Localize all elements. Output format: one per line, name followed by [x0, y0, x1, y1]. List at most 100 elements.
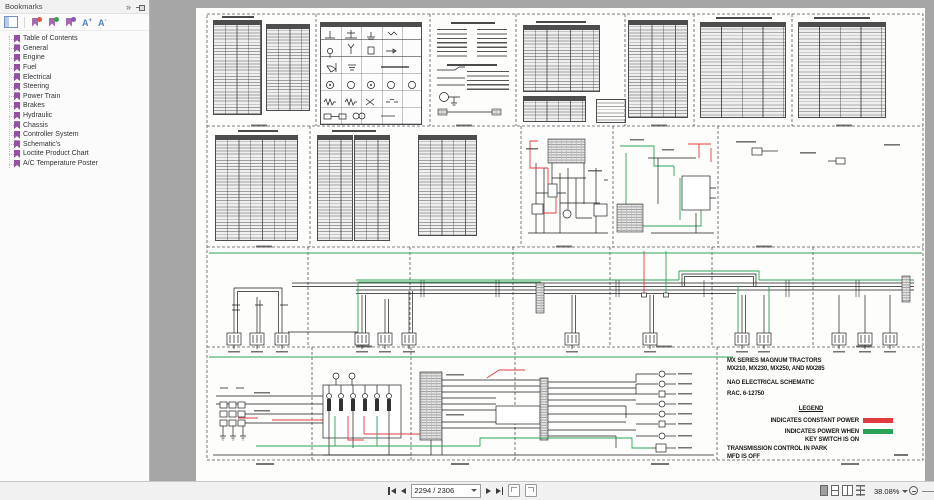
bookmark-item-engine[interactable]: Engine — [0, 53, 149, 63]
connector-location-table-1 — [628, 20, 688, 118]
note-box — [596, 99, 626, 123]
continuous-facing-view-icon[interactable] — [856, 485, 865, 496]
bookmark-item-schematics[interactable]: Schematic's — [0, 140, 149, 150]
band4-connector-block — [419, 371, 540, 455]
circuit-description-table-1 — [213, 20, 262, 115]
bookmark-item-steering[interactable]: Steering — [0, 82, 149, 92]
schematic-title-line2: MX210, MX230, MX250, AND MX285 — [727, 366, 825, 372]
pin-panel-icon[interactable] — [136, 3, 145, 11]
decrease-text-size-icon[interactable]: A- — [98, 18, 107, 28]
bookmark-item-controller-system[interactable]: Controller System — [0, 130, 149, 140]
connector-location-table-3 — [798, 22, 886, 118]
zoom-slider[interactable] — [922, 490, 934, 492]
harness-connector-table-a — [215, 135, 298, 241]
bookmark-item-electrical[interactable]: Electrical — [0, 72, 149, 82]
bookmark-icon — [14, 34, 20, 43]
bookmark-icon — [14, 73, 20, 82]
harness-connector-table-c — [418, 135, 477, 236]
toolbar-divider — [24, 16, 25, 28]
zoom-dropdown-caret-icon[interactable] — [902, 490, 908, 493]
document-viewport[interactable]: MX SERIES MAGNUM TRACTORS MX210, MX230, … — [150, 0, 934, 482]
bookmark-icon — [14, 92, 20, 101]
expand-panels-icon[interactable] — [4, 16, 18, 28]
zoom-level-value: 38.08% — [874, 487, 900, 496]
schematic-subtitle: NAO ELECTRICAL SCHEMATIC — [727, 380, 815, 386]
page-navigation: 2294 / 2306 — [388, 482, 537, 499]
table-title-smudge — [716, 17, 772, 19]
band4-left-circuit — [216, 387, 323, 441]
band2-circuit-left — [526, 138, 608, 234]
legend-red-bar — [863, 418, 893, 423]
legend-key-switch-label-line2: KEY SWITCH IS ON — [805, 437, 859, 443]
bookmarks-toolbar: A+ A- — [0, 14, 149, 31]
bookmarks-tree: Table of Contents General Engine Fuel El… — [0, 31, 149, 168]
bookmarks-panel: Bookmarks » A+ A- Table of Contents Gene… — [0, 0, 150, 482]
legend-green-bar — [863, 429, 893, 434]
legend-constant-power-label: INDICATES CONSTANT POWER — [770, 418, 859, 424]
bookmark-icon — [14, 44, 20, 53]
band2-circuit-right — [616, 139, 716, 234]
increase-text-size-icon[interactable]: A+ — [82, 18, 93, 28]
harness-connector-table-b1 — [317, 135, 353, 241]
bookmark-icon — [14, 63, 20, 72]
collapse-panel-icon[interactable]: » — [125, 1, 131, 12]
next-view-button[interactable] — [525, 484, 537, 497]
first-page-button[interactable] — [388, 486, 396, 495]
bookmark-item-power-train[interactable]: Power Train — [0, 92, 149, 102]
bookmark-item-general[interactable]: General — [0, 44, 149, 54]
schematic-reference: RAC. 6-12750 — [727, 391, 765, 397]
band3-harness-bundle — [292, 270, 914, 314]
new-bookmark-green-icon[interactable] — [48, 16, 59, 28]
new-bookmark-red-icon[interactable] — [31, 16, 42, 28]
bookmark-item-ac-temperature-poster[interactable]: A/C Temperature Poster — [0, 159, 149, 169]
bookmark-item-brakes[interactable]: Brakes — [0, 101, 149, 111]
continuous-page-view-icon[interactable] — [831, 485, 839, 496]
page-dropdown-caret-icon[interactable] — [470, 489, 477, 492]
new-bookmark-purple-icon[interactable] — [65, 16, 76, 28]
previous-view-button[interactable] — [508, 484, 520, 497]
page-number-input[interactable]: 2294 / 2306 — [410, 483, 481, 498]
bookmark-icon — [14, 159, 20, 168]
bookmark-icon — [14, 140, 20, 149]
harness-connector-table-b2 — [354, 135, 390, 241]
last-page-button[interactable] — [495, 486, 503, 495]
bookmark-icon — [14, 53, 20, 62]
legend-title: LEGEND — [798, 406, 824, 412]
bookmark-item-fuel[interactable]: Fuel — [0, 63, 149, 73]
table-title-smudge — [536, 21, 586, 23]
band2-sparse-right — [751, 147, 846, 165]
facing-pages-view-icon[interactable] — [842, 485, 853, 496]
zoom-out-icon[interactable] — [909, 486, 918, 495]
band4-center-wires — [213, 369, 714, 456]
connector-location-table-2 — [700, 22, 786, 118]
band4-relay-bank — [322, 372, 442, 456]
bookmarks-panel-title: Bookmarks — [5, 2, 43, 11]
page-indicator-value: 2294 / 2306 — [414, 486, 455, 495]
bookmark-icon — [14, 82, 20, 91]
bookmark-item-loctite-product-chart[interactable]: Loctite Product Chart — [0, 149, 149, 159]
bookmark-item-chassis[interactable]: Chassis — [0, 120, 149, 130]
table-title-smudge — [332, 130, 376, 132]
table-title-smudge — [814, 17, 870, 19]
status-bar: 2294 / 2306 38.08% — [0, 481, 934, 500]
next-page-button[interactable] — [485, 487, 491, 494]
legend-key-switch-label-line1: INDICATES POWER WHEN — [784, 429, 859, 435]
circuit-description-table-2 — [266, 24, 310, 111]
bookmark-icon — [14, 111, 20, 120]
bookmark-icon — [14, 149, 20, 158]
schematic-title-line1: MX SERIES MAGNUM TRACTORS — [727, 358, 822, 364]
table-of-relays — [523, 96, 586, 122]
bookmark-icon — [14, 121, 20, 130]
table-title-smudge — [222, 16, 254, 18]
previous-page-button[interactable] — [400, 487, 406, 494]
bookmark-item-hydraulic[interactable]: Hydraulic — [0, 111, 149, 121]
color-abbreviations-block — [437, 22, 510, 118]
table-title-smudge — [238, 130, 278, 132]
bookmark-icon — [14, 101, 20, 110]
bookmark-icon — [14, 130, 20, 139]
single-page-view-icon[interactable] — [820, 485, 828, 496]
band3-connector-boxes — [226, 332, 898, 353]
bookmark-item-table-of-contents[interactable]: Table of Contents — [0, 34, 149, 44]
table-of-fuses — [523, 25, 600, 92]
